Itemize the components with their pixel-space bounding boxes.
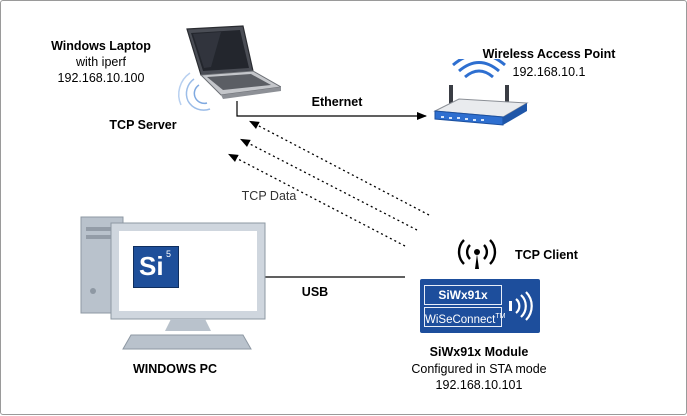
silicon-labs-logo-icon: Si 5: [133, 246, 179, 288]
logo-superscript: 5: [166, 249, 172, 259]
laptop-ip: 192.168.10.100: [57, 71, 145, 85]
laptop-subtitle: with iperf: [75, 55, 127, 69]
ethernet-label: Ethernet: [311, 95, 363, 109]
wireless-signal-icon: [457, 239, 497, 269]
access-point-ip: 192.168.10.1: [512, 65, 586, 79]
tcp-data-label: TCP Data: [241, 189, 297, 203]
access-point-title: Wireless Access Point: [482, 47, 616, 61]
usb-label: USB: [301, 285, 329, 299]
ethernet-link: [236, 101, 427, 120]
module-brand-trademark: TM: [495, 313, 506, 320]
laptop-icon: [178, 25, 281, 111]
tcp-client-label: TCP Client: [515, 248, 578, 262]
tcp-data-arrow-2: [239, 138, 418, 231]
tcp-data-arrow-1: [249, 120, 430, 216]
tcp-server-label: TCP Server: [109, 118, 177, 132]
laptop-title: Windows Laptop: [51, 39, 151, 53]
module-mode: Configured in STA mode: [411, 362, 547, 376]
module-chip-label: SiWx91x: [424, 285, 502, 305]
module-title: SiWx91x Module: [429, 345, 529, 359]
module-brand-text: WiSeConnect: [425, 313, 496, 326]
windows-pc-label: WINDOWS PC: [132, 362, 218, 376]
module-brand: WiSeConnectTM: [424, 307, 506, 327]
siwx91x-module-icon: SiWx91x WiSeConnectTM: [420, 279, 540, 333]
wifi-router-icon: [433, 59, 529, 126]
logo-text: Si: [139, 251, 164, 281]
tcp-data-arrow-3: [228, 153, 406, 247]
module-wifi-icon: [509, 291, 533, 321]
module-ip: 192.168.10.101: [435, 378, 523, 392]
